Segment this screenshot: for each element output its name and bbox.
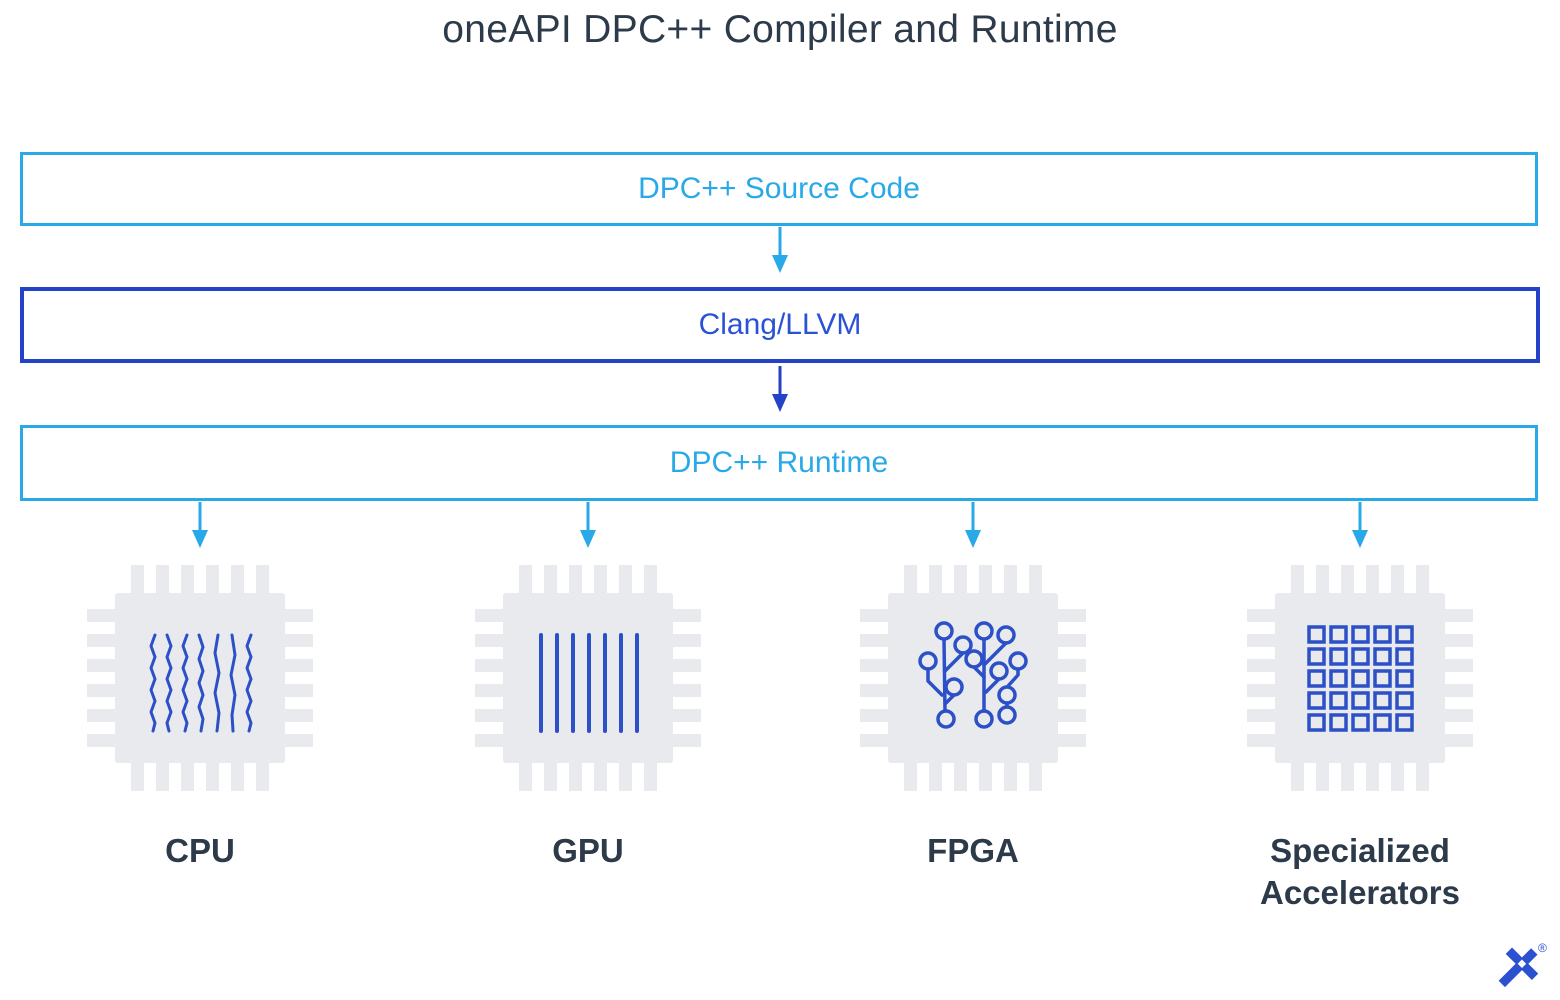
arrow-down-runtime-to-cpu — [192, 502, 208, 548]
arrow-down-runtime-to-fpga — [965, 502, 981, 548]
cpu-chip-icon — [87, 565, 313, 791]
gpu-label: GPU — [552, 832, 624, 869]
target-specialized-accelerators: Specialized Accelerators — [1210, 563, 1510, 914]
specialized-accelerators-label: Specialized Accelerators — [1260, 832, 1460, 912]
specialized-accelerators-chip-icon — [1247, 565, 1473, 791]
registered-trademark-symbol: ® — [1538, 941, 1547, 955]
arrow-down-runtime-to-gpu — [580, 502, 596, 548]
dpcpp-runtime-label: DPC++ Runtime — [669, 446, 889, 479]
target-gpu: GPU — [438, 563, 738, 872]
fpga-label: FPGA — [927, 832, 1019, 869]
dpcpp-source-code-box: DPC++ Source Code — [20, 152, 1538, 226]
fpga-chip-icon — [860, 565, 1086, 791]
arrow-down-runtime-to-accelerators — [1352, 502, 1368, 548]
target-cpu: CPU — [50, 563, 350, 872]
arrow-down-clang-to-runtime — [772, 366, 788, 412]
dpcpp-runtime-box: DPC++ Runtime — [20, 425, 1538, 501]
dpcpp-source-code-label: DPC++ Source Code — [638, 172, 920, 205]
clang-llvm-box: Clang/LLVM — [20, 287, 1540, 363]
arrow-down-source-to-clang — [772, 227, 788, 273]
gpu-chip-icon — [475, 565, 701, 791]
diagram-title: oneAPI DPC++ Compiler and Runtime — [442, 8, 1118, 51]
toptal-logo-icon: ® — [1498, 941, 1547, 988]
cpu-label: CPU — [165, 832, 235, 869]
target-fpga: FPGA — [823, 563, 1123, 872]
clang-llvm-label: Clang/LLVM — [698, 308, 862, 341]
